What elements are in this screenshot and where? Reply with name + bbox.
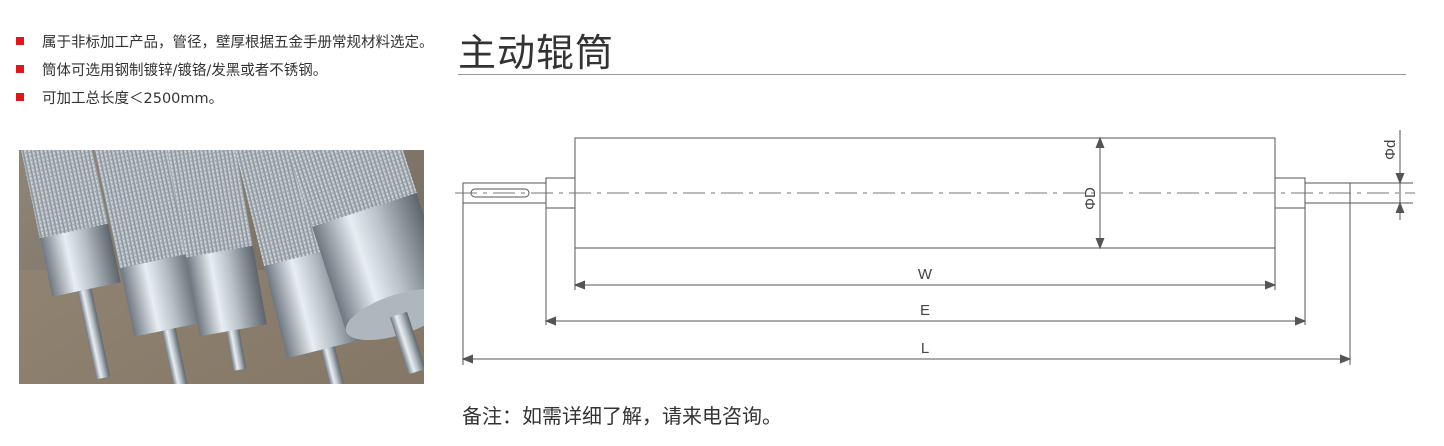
feature-text: 属于非标加工产品，管径，壁厚根据五金手册常规材料选定。 bbox=[42, 35, 434, 51]
red-square-icon bbox=[16, 65, 24, 73]
feature-item: 筒体可选用钢制镀锌/镀铬/发黑或者不锈钢。 bbox=[16, 60, 436, 82]
page-title: 主动辊筒 bbox=[458, 31, 615, 75]
feature-item: 属于非标加工产品，管径，壁厚根据五金手册常规材料选定。 bbox=[16, 32, 436, 54]
label-E: E bbox=[920, 302, 930, 319]
feature-text: 筒体可选用钢制镀锌/镀铬/发黑或者不锈钢。 bbox=[42, 63, 328, 79]
contact-note: 备注：如需详细了解，请来电咨询。 bbox=[462, 404, 782, 428]
title-divider bbox=[458, 74, 1406, 75]
label-d: Φd bbox=[1382, 140, 1399, 160]
feature-list: 属于非标加工产品，管径，壁厚根据五金手册常规材料选定。 筒体可选用钢制镀锌/镀铬… bbox=[16, 32, 436, 116]
red-square-icon bbox=[16, 93, 24, 101]
label-D: ΦD bbox=[1082, 187, 1099, 210]
feature-item: 可加工总长度＜2500mm。 bbox=[16, 88, 436, 110]
roller-technical-drawing: W E L ΦD Φd bbox=[455, 120, 1430, 380]
feature-text: 可加工总长度＜2500mm。 bbox=[42, 91, 224, 107]
label-L: L bbox=[921, 340, 929, 357]
red-square-icon bbox=[16, 37, 24, 45]
label-W: W bbox=[918, 266, 933, 283]
roller-photo bbox=[19, 150, 424, 384]
